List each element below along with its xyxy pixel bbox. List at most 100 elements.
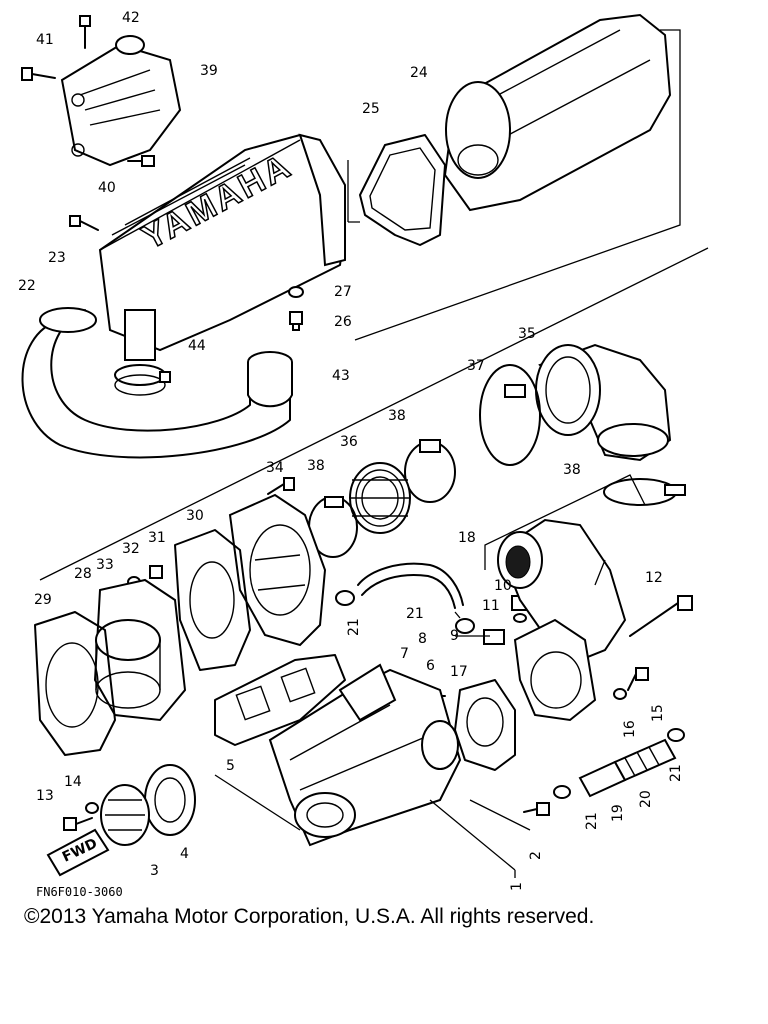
- label-4: 4: [180, 846, 189, 862]
- upper-group-frame: [347, 29, 681, 341]
- part-39-bracket: [60, 35, 182, 167]
- label-22: 22: [18, 278, 36, 294]
- label-1: 1: [509, 882, 525, 891]
- drawing-code: FN6F010-3060: [36, 885, 123, 899]
- part-number-labels: 42 41 39 40 24 25 23 22 27 26 44 43 35 3…: [18, 10, 684, 891]
- part-9-union: [483, 629, 505, 645]
- label-24: 24: [410, 65, 428, 81]
- part-18-hose: [357, 562, 464, 609]
- label-9: 9: [450, 628, 459, 644]
- part-23-bolt: [69, 215, 99, 231]
- part-21c-clamp: [553, 785, 571, 799]
- label-14: 14: [64, 774, 82, 790]
- label-31: 31: [148, 530, 166, 546]
- label-37: 37: [467, 358, 485, 374]
- label-36: 36: [340, 434, 358, 450]
- part-21d-clamp: [667, 728, 685, 742]
- part-4-gasket: [144, 764, 196, 836]
- label-38b: 38: [307, 458, 325, 474]
- part-38c-clamp: [603, 478, 686, 506]
- exhaust-parts-diagram: YAMAHA: [18, 10, 709, 899]
- label-42: 42: [122, 10, 140, 26]
- section-divider-line: [39, 247, 709, 581]
- lower-assembly: FWD: [34, 343, 693, 878]
- part-11-washer: [513, 613, 527, 623]
- part-35-elbow: [535, 343, 672, 462]
- label-12: 12: [645, 570, 663, 586]
- part-37-clamp: [479, 364, 541, 466]
- label-3: 3: [150, 863, 159, 879]
- part-16-washer: [613, 688, 627, 700]
- part-5-gasket: [214, 654, 346, 746]
- part-15-bolt: [627, 667, 649, 691]
- label-11: 11: [482, 598, 500, 614]
- label-21c: 21: [584, 812, 600, 830]
- outlet-elbow: [497, 518, 627, 722]
- label-23: 23: [48, 250, 66, 266]
- label-2: 2: [528, 851, 544, 860]
- part-30-flange: [228, 493, 327, 647]
- label-28: 28: [74, 566, 92, 582]
- lower-leader-lines: [214, 559, 606, 878]
- part-22-exhaust-chamber: YAMAHA: [98, 133, 347, 361]
- part-27-washer: [288, 286, 304, 298]
- label-32: 32: [122, 541, 140, 557]
- label-38a: 38: [388, 408, 406, 424]
- label-17: 17: [450, 664, 468, 680]
- part-24-muffler: [443, 13, 672, 212]
- label-39: 39: [200, 63, 218, 79]
- label-21d: 21: [668, 764, 684, 782]
- part-1-manifold: [268, 663, 462, 847]
- label-33: 33: [96, 557, 114, 573]
- elbow-group-frame: [484, 474, 646, 570]
- part-29-gasket: [34, 611, 116, 756]
- part-20-hose: [613, 738, 677, 782]
- part-17-gasket: [454, 679, 516, 771]
- copyright-notice: ©2013 Yamaha Motor Corporation, U.S.A. A…: [24, 905, 595, 928]
- label-6: 6: [426, 658, 435, 674]
- part-36-coupling: [349, 462, 411, 534]
- label-19: 19: [610, 804, 626, 822]
- label-26: 26: [334, 314, 352, 330]
- part-26-plug: [289, 311, 303, 331]
- part-21a-clamp: [335, 590, 355, 606]
- part-44-clamp: [114, 371, 171, 396]
- label-38c: 38: [563, 462, 581, 478]
- label-7: 7: [400, 646, 409, 662]
- part-3-cover: [100, 784, 150, 846]
- part-38a-clamp: [404, 439, 456, 503]
- part-28-cover: [93, 578, 187, 722]
- part-25-gasket: [359, 134, 446, 246]
- label-21a: 21: [346, 618, 362, 636]
- label-27: 27: [334, 284, 352, 300]
- label-18: 18: [458, 530, 476, 546]
- label-8: 8: [418, 631, 427, 647]
- label-15: 15: [650, 704, 666, 722]
- part-40-bolt: [127, 155, 155, 167]
- part-34-bolt: [267, 477, 295, 495]
- part-41-bolt: [21, 67, 56, 81]
- label-20: 20: [638, 790, 654, 808]
- part-21b-clamp: [455, 618, 475, 634]
- label-43: 43: [332, 368, 350, 384]
- part-14-washer: [85, 802, 99, 814]
- label-35: 35: [518, 326, 536, 342]
- label-30: 30: [186, 508, 204, 524]
- fwd-direction-tag: FWD: [46, 828, 110, 877]
- label-13: 13: [36, 788, 54, 804]
- part-12-bolt: [629, 595, 693, 637]
- part-32-bolt: [149, 565, 163, 579]
- label-40: 40: [98, 180, 116, 196]
- label-34: 34: [266, 460, 284, 476]
- part-13-bolt: [63, 817, 93, 831]
- label-44: 44: [188, 338, 206, 354]
- label-5: 5: [226, 758, 235, 774]
- label-41: 41: [36, 32, 54, 48]
- label-29: 29: [34, 592, 52, 608]
- label-16: 16: [622, 720, 638, 738]
- label-25: 25: [362, 101, 380, 117]
- part-31-gasket: [174, 529, 251, 671]
- label-10: 10: [494, 578, 512, 594]
- part-2-bolt: [523, 802, 550, 816]
- part-42-bolt: [79, 15, 91, 49]
